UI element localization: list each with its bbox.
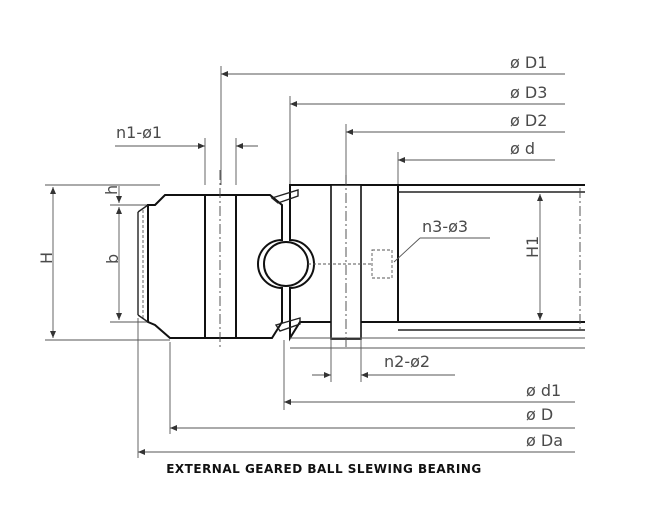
label-n2: n2-ø2 (384, 352, 430, 371)
ball (263, 241, 372, 287)
label-d: ø d (510, 139, 535, 158)
label-n3: n3-ø3 (422, 217, 468, 236)
label-D1: ø D1 (510, 53, 547, 72)
inner-ring (270, 175, 399, 350)
label-D3: ø D3 (510, 83, 547, 102)
label-D: ø D (526, 405, 553, 424)
dimension-lines-top (115, 66, 565, 185)
drawing-caption: EXTERNAL GEARED BALL SLEWING BEARING (166, 462, 482, 476)
grease-hole (371, 237, 490, 279)
label-d1: ø d1 (526, 381, 561, 400)
label-H: H (37, 252, 56, 264)
label-b: b (103, 254, 122, 264)
dimension-lines-left (45, 184, 170, 341)
label-H1: H1 (523, 236, 542, 258)
label-Da: ø Da (526, 431, 563, 450)
label-D2: ø D2 (510, 111, 547, 130)
label-n1: n1-ø1 (116, 123, 162, 142)
dimension-lines-bottom (137, 318, 575, 458)
label-h: h (102, 185, 121, 195)
shaft (290, 184, 585, 349)
outer-ring (137, 170, 283, 350)
